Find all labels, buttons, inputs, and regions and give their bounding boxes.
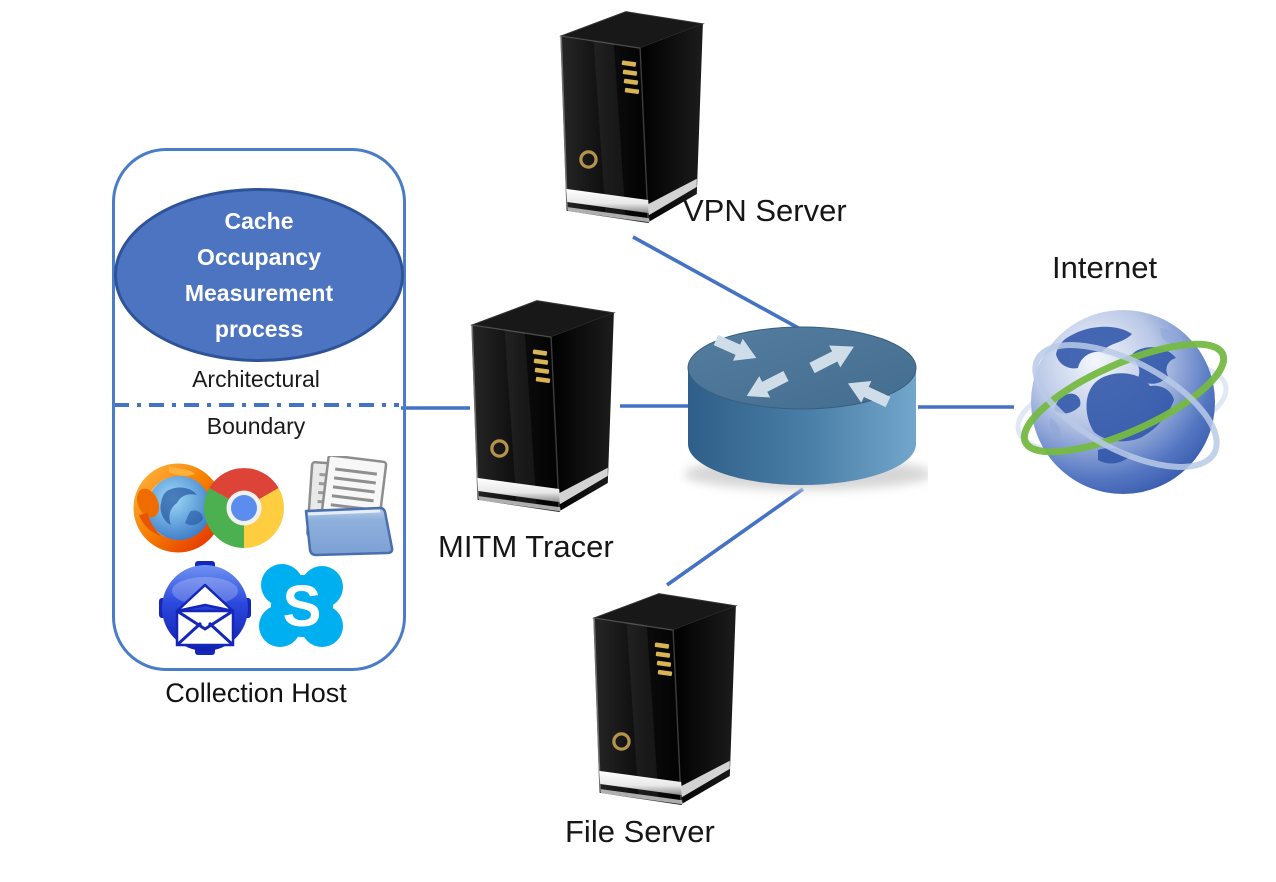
- email-icon: [159, 561, 251, 655]
- mitm-tracer-label: MITM Tracer: [438, 529, 614, 564]
- chrome-icon: [204, 468, 284, 548]
- vpn-server-label: VPN Server: [683, 193, 847, 228]
- globe-icon: [1015, 310, 1229, 494]
- edge-vpn-router: [632, 235, 803, 332]
- router-icon: [684, 326, 928, 490]
- process-label: Cache Occupancy Measurement process: [184, 208, 334, 342]
- file-server-icon: [584, 587, 746, 811]
- file-server-label: File Server: [565, 814, 715, 849]
- mitm-tracer-icon: [462, 294, 624, 518]
- firefox-icon: [133, 463, 223, 553]
- collection-host-box: [112, 148, 406, 671]
- documents-folder-icon: [304, 456, 394, 557]
- edge-file-router: [665, 487, 805, 587]
- skype-icon: S: [259, 564, 343, 647]
- collection-host-label: Collection Host: [165, 678, 347, 708]
- internet-label: Internet: [1052, 250, 1158, 285]
- skype-letter: S: [283, 574, 322, 639]
- architectural-boundary-label-line1: Architectural: [192, 366, 320, 392]
- cache-occupancy-process-node: Cache Occupancy Measurement process: [114, 188, 404, 362]
- architectural-boundary-label-line2: Boundary: [206, 413, 306, 439]
